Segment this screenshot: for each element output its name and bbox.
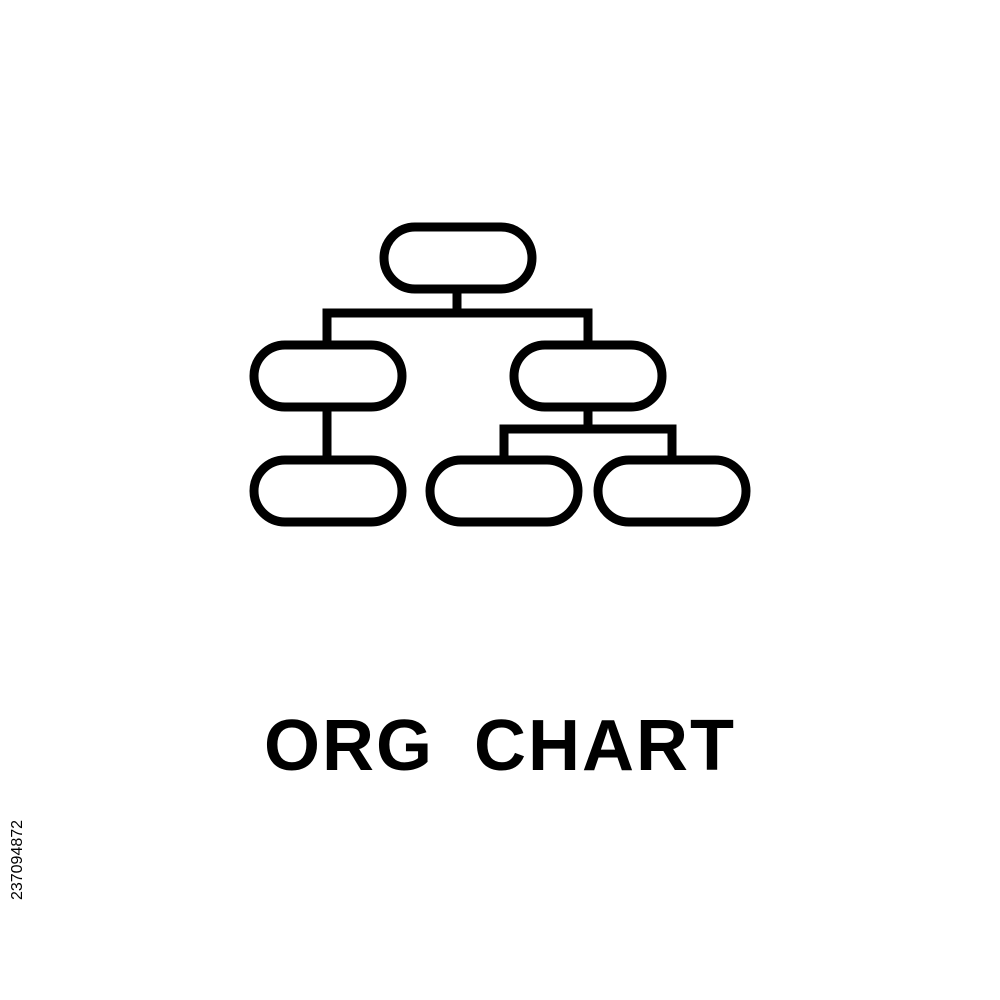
- image-id-label: 237094872: [9, 819, 26, 901]
- org-node-level2-left: [249, 340, 407, 412]
- connector-right-branch: [499, 424, 677, 458]
- org-node-level3-left: [249, 455, 407, 527]
- connector-top-branch: [322, 308, 593, 342]
- org-node-level3-right: [593, 455, 751, 527]
- org-node-root: [379, 222, 537, 294]
- org-node-level2-right: [509, 340, 667, 412]
- caption-title: ORG CHART: [264, 706, 736, 786]
- org-node-level3-middle: [425, 455, 583, 527]
